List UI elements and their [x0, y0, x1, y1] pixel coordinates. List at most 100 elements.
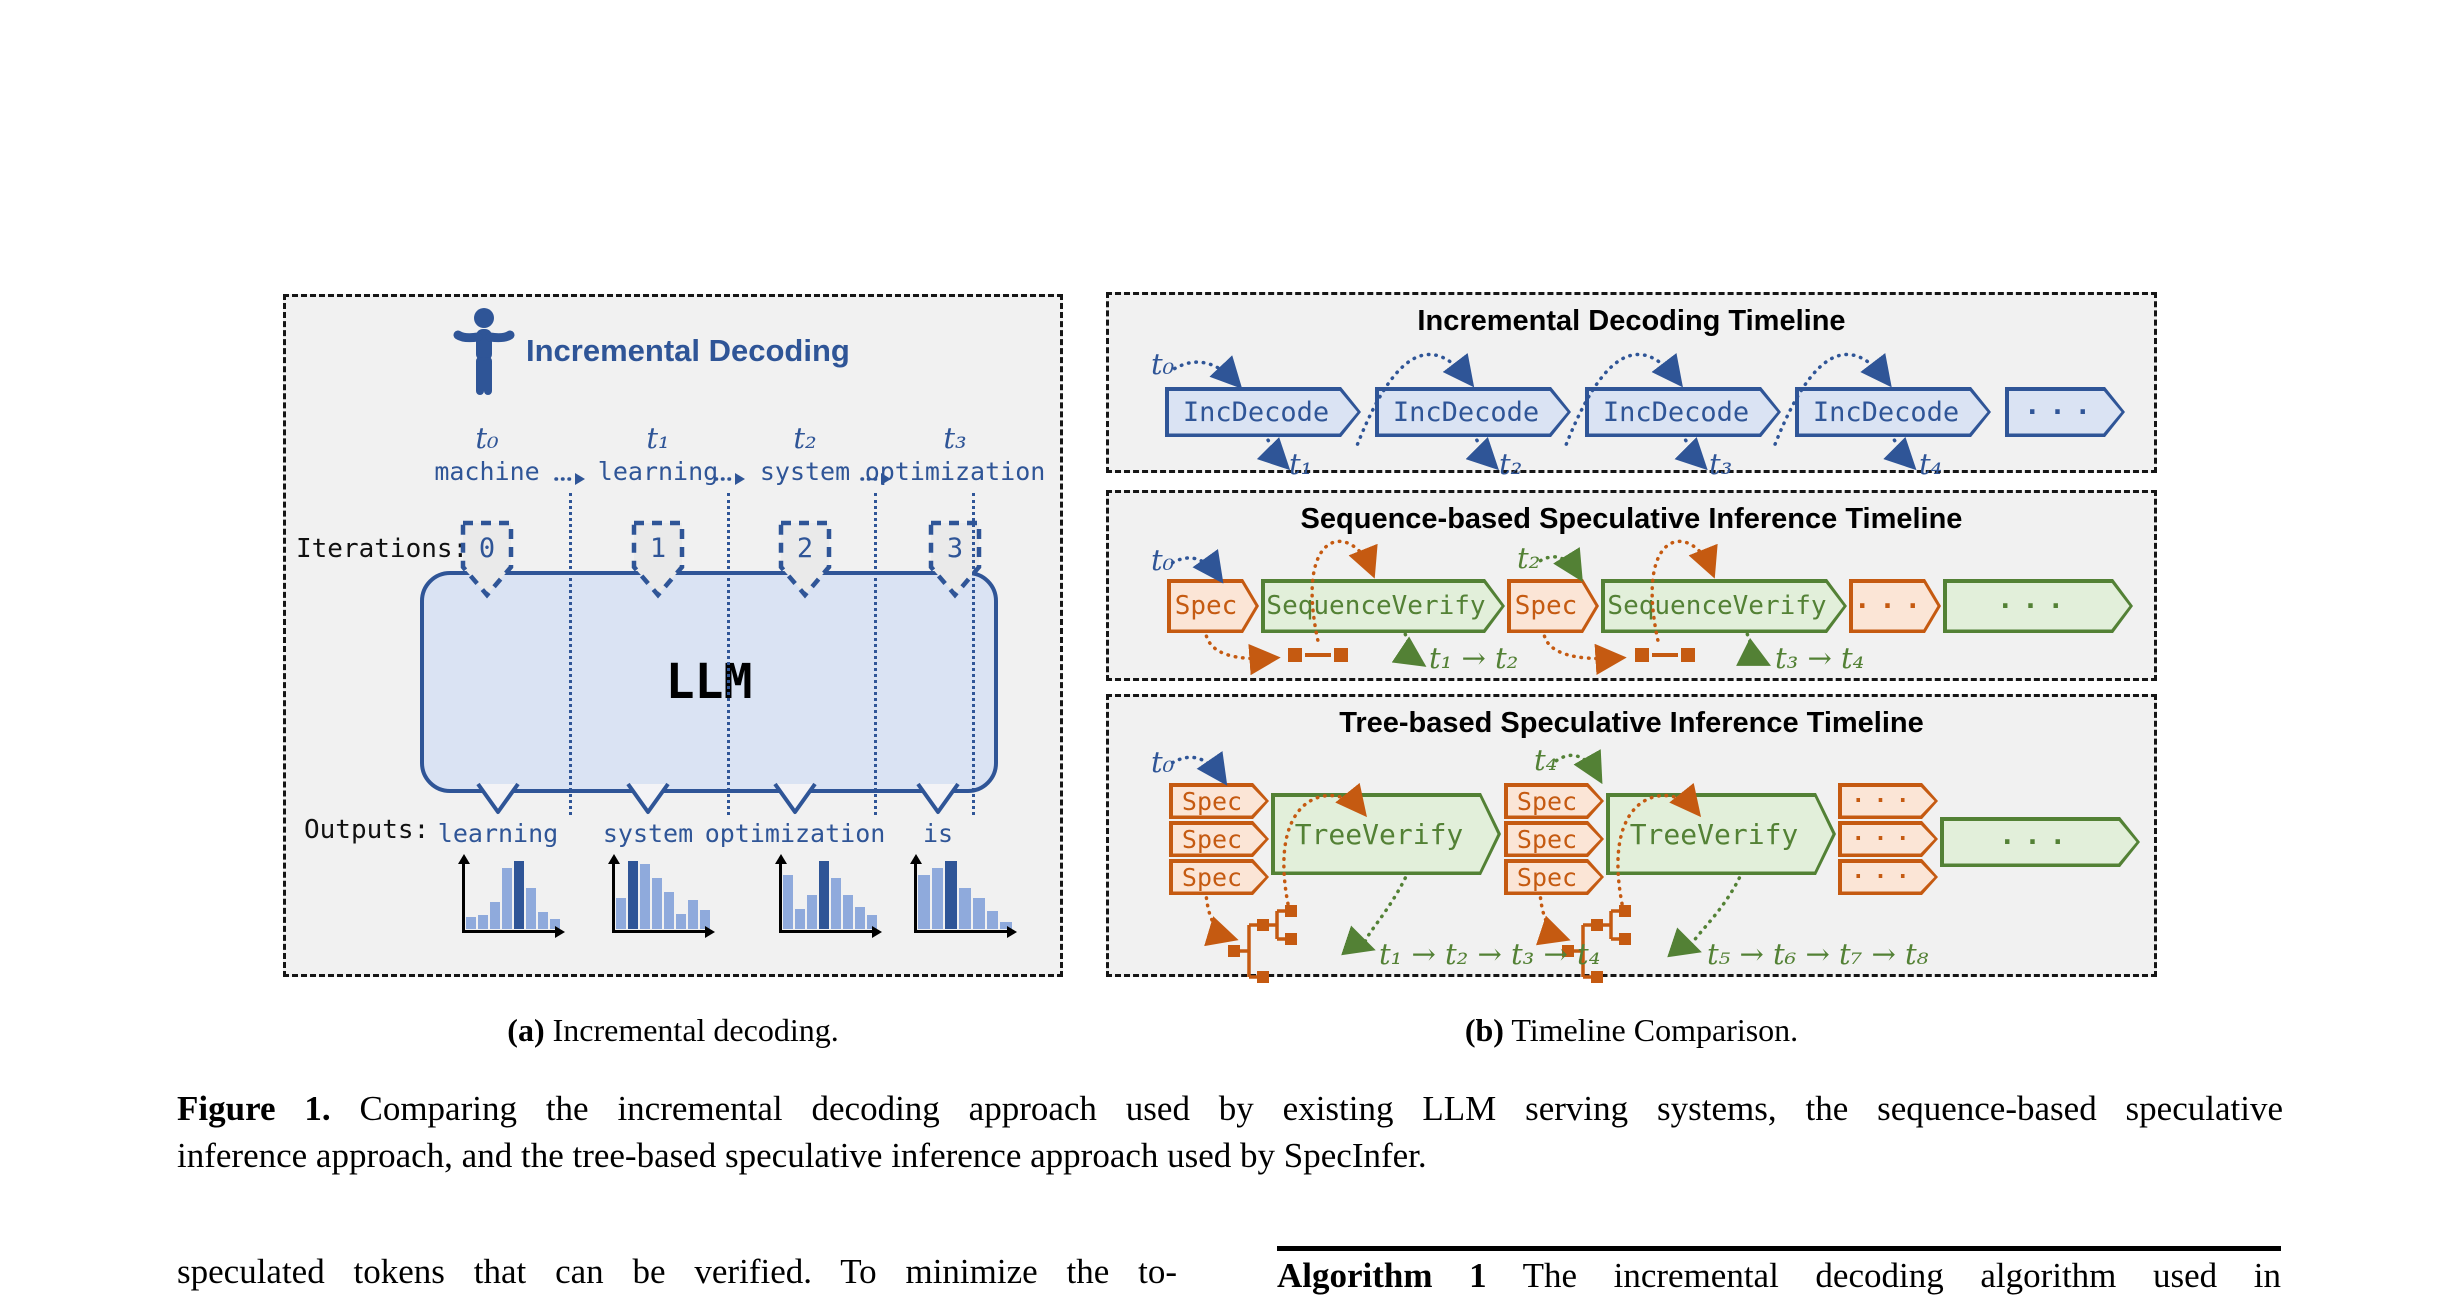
spec-box: Spec [1169, 859, 1269, 895]
incremental-decoding-panel: Incremental Decoding t₀ machine t₁ learn… [283, 294, 1063, 977]
histogram-bar [931, 867, 944, 929]
spec-ellipsis-box: ··· [1838, 783, 1938, 819]
histogram-bar [972, 898, 985, 929]
histogram-bar [843, 895, 853, 929]
dotted-connector [727, 493, 730, 815]
verified-tokens-label-0: t₁ → t₂ [1429, 641, 1519, 675]
input-token-1: t₁ learning [598, 421, 718, 486]
histogram-bar [688, 900, 698, 929]
histogram-bar [478, 915, 488, 929]
iteration-number: 2 [796, 533, 814, 564]
figure-caption-line2: inference approach, and the tree-based s… [177, 1136, 1427, 1175]
histogram-bar [628, 861, 638, 929]
input-token-3: t₃ optimization [865, 421, 1046, 486]
histogram-bar [918, 874, 930, 929]
figure-caption: Figure 1. Comparing the incremental deco… [177, 1085, 2283, 1179]
iteration-tag-1: 1 [630, 519, 686, 599]
input-token-2: t₂ system [760, 421, 850, 486]
histogram-bar [676, 914, 686, 929]
iteration-number: 3 [946, 533, 964, 564]
t0-label: t₀ [1151, 745, 1175, 779]
iteration-tag-0: 0 [459, 519, 515, 599]
tag-shape [928, 520, 982, 599]
histogram-bar [538, 912, 548, 929]
timeline2-title: Sequence-based Speculative Inference Tim… [1300, 503, 1963, 535]
histogram-bar [986, 911, 999, 929]
spec-box: Spec [1169, 821, 1269, 857]
probability-histogram-0 [448, 854, 568, 947]
histogram-bars [466, 861, 560, 929]
histogram-bars [783, 861, 877, 929]
histogram-bar [640, 864, 650, 929]
tag-shape [778, 520, 832, 599]
figure-caption-line1: Figure 1. Comparing the incremental deco… [177, 1089, 2283, 1128]
output-notch-icon [626, 782, 670, 814]
incdecode-box-0: IncDecode [1165, 387, 1361, 437]
person-icon [453, 308, 515, 395]
time-label: t₂ [793, 421, 817, 455]
token-word: machine [434, 457, 540, 486]
time-label: t₃ [943, 421, 967, 455]
output-token-3: is [922, 819, 954, 848]
dotted-arrow-icon [860, 473, 891, 485]
token-tree-icon [1562, 905, 1631, 983]
verify-ellipsis-box: ··· [1943, 579, 2133, 633]
token-word: learning [597, 457, 719, 486]
spec-box-0: Spec [1167, 579, 1259, 633]
llm-box: LLM [420, 571, 998, 793]
token-sequence-icon [1288, 648, 1348, 662]
histogram-bar [652, 878, 662, 929]
spec-box: Spec [1504, 821, 1604, 857]
dotted-arrow-icon [714, 473, 745, 485]
iterations-label: Iterations: [296, 534, 469, 564]
sequence-timeline-panel: Sequence-based Speculative Inference Tim… [1106, 490, 2157, 681]
spec-box: Spec [1504, 783, 1604, 819]
histogram-bar [466, 916, 476, 929]
caption-a-bold: (a) [507, 1012, 545, 1048]
histogram-bar [1000, 922, 1013, 929]
output-notch-icon [773, 782, 817, 814]
figure-caption-label: Figure 1. [177, 1089, 331, 1128]
histogram-bar [807, 895, 817, 929]
verified-tokens-label-1: t₃ → t₄ [1775, 641, 1865, 675]
output-token-1: system [602, 819, 694, 848]
timeline1-title: Incremental Decoding Timeline [1417, 305, 1846, 337]
dotted-connector [874, 493, 877, 815]
output-token-2: optimization [704, 819, 886, 848]
time-label: t₁ [646, 421, 670, 455]
token-tree-icon [1228, 905, 1297, 983]
treeverify-box-1: TreeVerify [1606, 793, 1836, 875]
algorithm-rule [1277, 1246, 2281, 1251]
spec-box-1: Spec [1507, 579, 1599, 633]
caption-a-text: Incremental decoding. [544, 1012, 839, 1048]
outputs-label: Outputs: [304, 815, 430, 845]
dotted-connector [569, 493, 572, 815]
sequenceverify-box-0: SequenceVerify [1261, 579, 1505, 633]
caption-b: (b) Timeline Comparison. [1106, 1012, 2157, 1049]
iteration-number: 1 [649, 533, 667, 564]
t0-label: t₀ [1151, 543, 1175, 577]
histogram-bar [550, 919, 560, 929]
histogram-bar [795, 908, 805, 929]
token-sequence-icon [1635, 648, 1695, 662]
incremental-timeline-panel: Incremental Decoding Timeline t₀ IncDeco… [1106, 292, 2157, 481]
llm-label: LLM [665, 654, 753, 710]
ellipsis-box: ··· [2005, 387, 2125, 437]
token-word: optimization [864, 457, 1046, 486]
histogram-bar [664, 891, 674, 929]
treeverify-box-0: TreeVerify [1271, 793, 1501, 875]
histogram-bar [526, 888, 536, 929]
sequenceverify-box-1: SequenceVerify [1601, 579, 1847, 633]
body-text-left-column: speculated tokens that can be verified. … [177, 1252, 1177, 1291]
verify-ellipsis-box: ··· [1940, 817, 2140, 867]
t1-label: t₁ [1289, 447, 1313, 481]
spec-box: Spec [1504, 859, 1604, 895]
dotted-arrow-icon [554, 473, 585, 485]
spec-box: Spec [1169, 783, 1269, 819]
spec-ellipsis-box: ··· [1849, 579, 1941, 633]
token-word: system [759, 457, 851, 486]
left-panel-title: Incremental Decoding [526, 333, 850, 368]
algorithm-caption: Algorithm 1 The incremental decoding alg… [1277, 1256, 2281, 1295]
histogram-bar [700, 909, 710, 929]
